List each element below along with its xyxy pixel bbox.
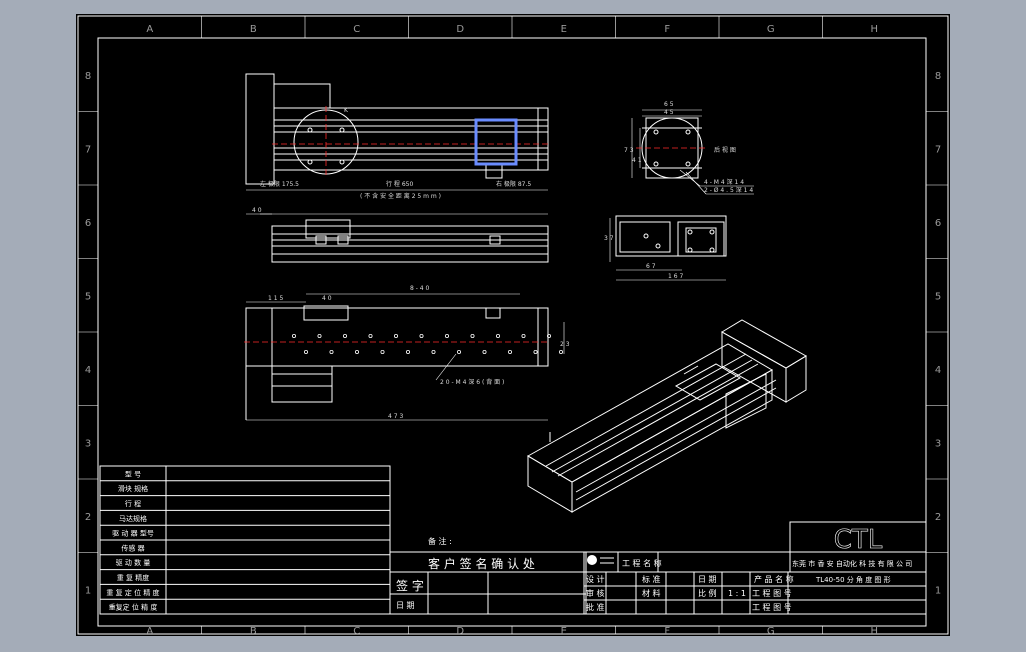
stroke-dim: 行 程 650 [386,180,413,188]
k-mark: K [344,107,349,114]
zone-row-4-right: 4 [935,365,941,376]
motor-w1-dim: 6 7 [646,263,656,270]
left-limit-dim: 左 极限 175.5 [260,180,299,188]
design-label: 设 计 [586,574,605,584]
zone-col-D-bottom: D [456,626,464,636]
date-cell-label: 日 期 [698,575,717,584]
zone-col-F-top: F [664,24,670,35]
product-name: TL40-50 分 角 度 图 形 [815,575,891,584]
scale-value: 1 : 1 [728,589,746,598]
company-block-label: 工 程 名 称 [622,558,662,568]
zone-row-7-left: 7 [85,144,91,155]
title-block-row-label: 行 程 [125,499,141,508]
material-label: 材 料 [642,588,661,598]
zone-col-B-top: B [250,24,257,35]
isometric-view [526,319,807,513]
zone-row-5-left: 5 [85,291,91,302]
zone-col-G-bottom: G [767,626,775,636]
doc-no-label: 工 程 图 号 [752,603,792,612]
zone-row-7-right: 7 [935,144,941,155]
motor-view [609,215,727,281]
safety-note: ( 不 含 安 全 距 离 2 5 m m ) [360,192,441,200]
customer-confirm-label: 客 户 签 名 确 认 处 [428,556,535,571]
zone-row-1-right: 1 [935,585,941,596]
selection-highlight [474,118,518,166]
plan-left-dim: 1 1 5 [268,295,283,302]
plan-total-dim: 4 7 3 [388,413,403,420]
plan-holes [291,333,563,354]
zone-col-H-top: H [870,24,878,35]
end-w1-dim: 6 5 [664,101,674,108]
remark-label: 备 注 : [428,536,452,546]
approve-label: 批 准 [586,602,605,612]
zone-col-H-bottom: H [870,626,878,636]
zone-row-8-left: 8 [85,71,91,82]
sheet-border [77,15,949,635]
sign-label: 签 字 [396,578,424,593]
zone-col-E-top: E [561,24,567,35]
zone-row-2-right: 2 [935,512,941,523]
title-block-row-label: 重 复 精度 [117,573,149,582]
title-block-row-label: 重 复 定 位 精 度 [106,588,159,597]
end-h1-dim: 7 3 [624,147,634,154]
end-w2-dim: 4 5 [664,109,674,116]
plan-span-dim: 8 - 4 0 [410,285,430,292]
plan-mid-dim: 4 0 [322,295,332,302]
ctl-logo: CTL [834,525,883,555]
end-note1: 4 - M 4 深 1 4 [704,178,744,186]
std-label: 标 准 [642,574,661,584]
zone-row-6-right: 6 [935,218,941,229]
title-block-row-label: 传感 器 [121,543,144,552]
side-view [246,213,549,263]
plan-right-dim: 2 3 [560,341,570,348]
title-block-row-label: 型 号 [125,469,141,478]
plan-holes-note: 2 0 - M 4 深 6 ( 背 面 ) [440,378,504,386]
motor-w2-dim: 1 6 7 [668,273,683,280]
zone-col-B-bottom: B [250,626,257,636]
zone-row-5-right: 5 [935,291,941,302]
zone-row-3-right: 3 [935,438,941,449]
title-block-row-label: 滑块 规格 [118,484,148,493]
title-block-row-label: 马达规格 [119,514,147,523]
zone-row-6-left: 6 [85,218,91,229]
zone-col-D-top: D [456,24,464,35]
title-block [99,465,927,615]
zone-row-4-left: 4 [85,365,91,376]
side-width-dim: 4 0 [252,207,262,214]
company-name: 东莞 市 香 安 自动化 科 技 有 限 公 司 [792,559,912,568]
zone-row-2-left: 2 [85,512,91,523]
title-block-row-label: 驱 动 器 型号 [112,529,154,538]
product-label: 产 品 名 称 [754,574,794,584]
zone-col-C-bottom: C [353,626,360,636]
scale-label: 比 例 [698,588,717,598]
zone-col-E-bottom: E [561,626,567,636]
zone-row-8-right: 8 [935,71,941,82]
zone-col-A-bottom: A [146,626,153,636]
right-limit-dim: 右 极限 87.5 [496,180,531,188]
plan-view [245,293,565,421]
zone-col-F-bottom: F [664,626,670,636]
end-note2: 2 - Ø 4 . 5 深 1 4 [704,186,753,194]
zone-markers: A A B B C C D D E E F F G G H H 8 8 7 7 6 6 5 5 4 4 3 3 2 2 1 1 [78,16,948,637]
cad-drawing: A A B B C C D D E E F F G G H H 8 8 7 7 6 6 5 5 4 4 3 3 2 2 1 1 左 极限 17… [77,15,949,637]
front-view [245,73,549,215]
company-logo-mark [587,555,614,565]
drawing-no-label: 工 程 图 号 [752,589,792,598]
title-block-row-label: 驱 动 数 量 [116,558,151,567]
zone-col-A-top: A [146,24,153,35]
check-label: 审 核 [586,588,605,598]
zone-row-1-left: 1 [85,585,91,596]
title-block-row-label: 重复定 位 精 度 [109,603,158,612]
zone-col-C-top: C [353,24,360,35]
end-h2-dim: 4 1 [632,157,642,164]
zone-row-3-left: 3 [85,438,91,449]
drawing-sheet: A A B B C C D D E E F F G G H H 8 8 7 7 6 6 5 5 4 4 3 3 2 2 1 1 左 极限 17… [76,14,950,637]
date-label: 日 期 [396,601,415,610]
end-view-label: 后 视 图 [714,146,736,154]
motor-h-dim: 3 7 [604,235,614,242]
end-view [631,109,754,195]
zone-col-G-top: G [767,24,775,35]
